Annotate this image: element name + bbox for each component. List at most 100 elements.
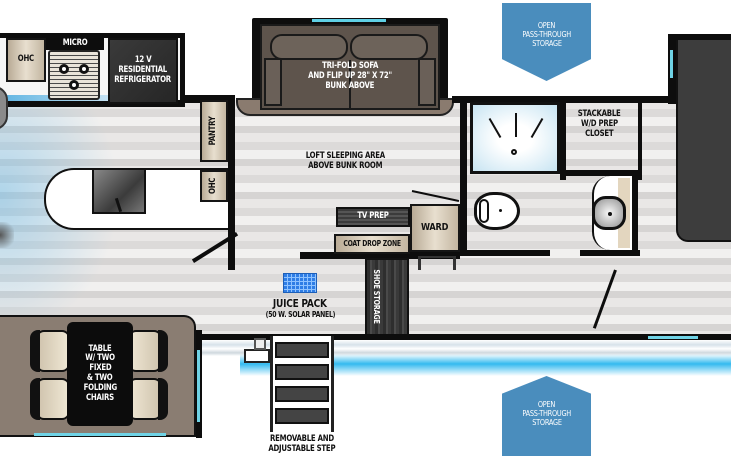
dinette-bottom-accent bbox=[34, 433, 166, 436]
shoe-storage: SHOE STORAGE bbox=[365, 258, 409, 336]
pantry-wall-top bbox=[185, 95, 235, 103]
step-line-1: REMOVABLE AND bbox=[270, 434, 334, 444]
storage-top-line-3: STORAGE bbox=[531, 39, 562, 49]
step-tread bbox=[275, 408, 329, 424]
bunk-room-wall-bottom bbox=[300, 252, 460, 259]
bottom-wall-accent bbox=[648, 336, 698, 339]
loft-line-1: LOFT SLEEPING AREA bbox=[305, 151, 385, 161]
chair-back-left-top bbox=[30, 330, 40, 372]
step-stool bbox=[418, 256, 456, 270]
chair-fixed-bottom-left bbox=[36, 378, 70, 420]
closet-line-2: W/D PREP bbox=[580, 118, 618, 129]
sofa-line-1: TRI-FOLD SOFA bbox=[321, 61, 379, 71]
ward-label: WARD bbox=[421, 222, 449, 234]
ohc-cabinet-side: OHC bbox=[200, 170, 228, 202]
dinette-line-2: W/ TWO bbox=[85, 353, 115, 364]
loft-sleeping-area: LOFT SLEEPING AREA ABOVE BUNK ROOM bbox=[270, 151, 420, 172]
sofa-line-3: BUNK ABOVE bbox=[325, 80, 375, 91]
ohc-side-label: OHC bbox=[208, 177, 219, 195]
toilet bbox=[474, 192, 520, 230]
toilet-tank bbox=[479, 199, 489, 223]
storage-bottom-line-2: PASS-THROUGH bbox=[522, 409, 571, 419]
dinette-side-accent bbox=[197, 350, 200, 422]
dinette-line-5: FOLDING bbox=[83, 382, 117, 393]
vanity-wall-right bbox=[632, 170, 638, 256]
closet-wall-right bbox=[638, 100, 642, 180]
loft-line-2: ABOVE BUNK ROOM bbox=[307, 160, 383, 171]
refrigerator: 12 V RESIDENTIAL REFRIGERATOR bbox=[108, 38, 178, 104]
dinette-line-6: CHAIRS bbox=[86, 392, 114, 403]
bunk-room-wall-left bbox=[228, 98, 235, 270]
closet-wall-bottom bbox=[560, 170, 638, 176]
shoe-storage-label: SHOE STORAGE bbox=[371, 269, 381, 325]
step-tread bbox=[275, 364, 329, 380]
step-tread bbox=[275, 386, 329, 402]
wardrobe: WARD bbox=[410, 204, 460, 252]
removable-step bbox=[270, 336, 334, 432]
closet-line-3: CLOSET bbox=[584, 128, 614, 139]
storage-top-line-2: PASS-THROUGH bbox=[522, 30, 571, 40]
dinette-line-1: TABLE bbox=[88, 343, 112, 354]
shower-line bbox=[530, 117, 544, 139]
micro-label: MICRO bbox=[62, 38, 88, 49]
ohc-cabinet-top: OHC bbox=[6, 38, 46, 82]
sofa-cushion-right bbox=[350, 34, 428, 60]
shower-line bbox=[488, 117, 502, 139]
burner-icon bbox=[79, 64, 89, 74]
storage-top-line-1: OPEN bbox=[537, 21, 556, 30]
shower-drain-icon bbox=[511, 149, 517, 155]
island-sink bbox=[92, 168, 146, 214]
shower-wall-right bbox=[560, 96, 566, 180]
tri-fold-sofa: TRI-FOLD SOFA AND FLIP UP 28" X 72" BUNK… bbox=[260, 24, 440, 110]
juice-pack-label: JUICE PACK bbox=[273, 297, 327, 310]
microwave-header: MICRO bbox=[46, 38, 104, 50]
solar-panel-icon bbox=[283, 273, 317, 293]
dinette-line-3: FIXED bbox=[88, 363, 112, 374]
bath-wall-bottom-right bbox=[580, 250, 640, 256]
step-tread bbox=[275, 342, 329, 358]
coat-drop-zone: COAT DROP ZONE bbox=[334, 234, 410, 254]
dinette-line-4: & TWO bbox=[87, 373, 113, 383]
dinette-table: TABLE W/ TWO FIXED & TWO FOLDING CHAIRS bbox=[67, 322, 133, 426]
chair-back-left-bottom bbox=[30, 378, 40, 420]
sofa-cushion-left bbox=[270, 34, 348, 60]
solar-panel-label: (50 W. SOLAR PANEL) bbox=[265, 309, 335, 319]
chair-folding-bottom-right bbox=[128, 378, 162, 420]
refrigerator-line-1: 12 V bbox=[134, 55, 152, 66]
chair-back-right-top bbox=[158, 330, 168, 372]
recliner-shadow bbox=[0, 222, 14, 248]
step-line-2: ADJUSTABLE STEP bbox=[268, 443, 336, 454]
pantry-label: PANTRY bbox=[208, 116, 219, 146]
sink-drain-icon bbox=[608, 212, 612, 216]
awning-led-glow bbox=[240, 354, 731, 376]
storage-bottom-line-3: STORAGE bbox=[531, 418, 562, 428]
storage-bottom-line-1: OPEN bbox=[537, 400, 556, 409]
bed bbox=[676, 40, 731, 242]
refrigerator-line-3: REFRIGERATOR bbox=[114, 74, 172, 85]
faucet-icon bbox=[114, 197, 123, 213]
vanity-sink bbox=[592, 196, 626, 230]
entry-post bbox=[254, 338, 266, 350]
wd-prep-closet: STACKABLE W/D PREP CLOSET bbox=[566, 109, 632, 139]
shower bbox=[470, 102, 560, 174]
sofa-arm-right bbox=[418, 58, 436, 106]
bedroom-slide-accent bbox=[670, 50, 673, 78]
chair-folding-top-right bbox=[128, 330, 162, 372]
bath-wall-left bbox=[460, 96, 467, 256]
storage-arrow-bottom: OPEN PASS-THROUGH STORAGE bbox=[502, 376, 591, 456]
toilet-drain-icon bbox=[499, 209, 502, 212]
ohc-top-label: OHC bbox=[17, 54, 35, 65]
tv-prep: TV PREP bbox=[336, 207, 410, 227]
shower-line bbox=[515, 113, 517, 137]
juice-pack: JUICE PACK (50 W. SOLAR PANEL) bbox=[250, 297, 350, 319]
closet-line-1: STACKABLE bbox=[577, 109, 621, 119]
outer-wall-bottom bbox=[200, 334, 731, 340]
sofa-line-2: AND FLIP UP 28" X 72" bbox=[308, 70, 392, 81]
sofa-slide-blue-accent bbox=[312, 19, 386, 22]
sofa-divider bbox=[349, 60, 351, 108]
entry-landing bbox=[244, 349, 270, 363]
pantry-cabinet: PANTRY bbox=[200, 100, 228, 162]
solar-grid bbox=[284, 274, 316, 292]
bath-wall-bottom-left bbox=[460, 250, 550, 256]
coat-drop-label: COAT DROP ZONE bbox=[343, 238, 401, 248]
